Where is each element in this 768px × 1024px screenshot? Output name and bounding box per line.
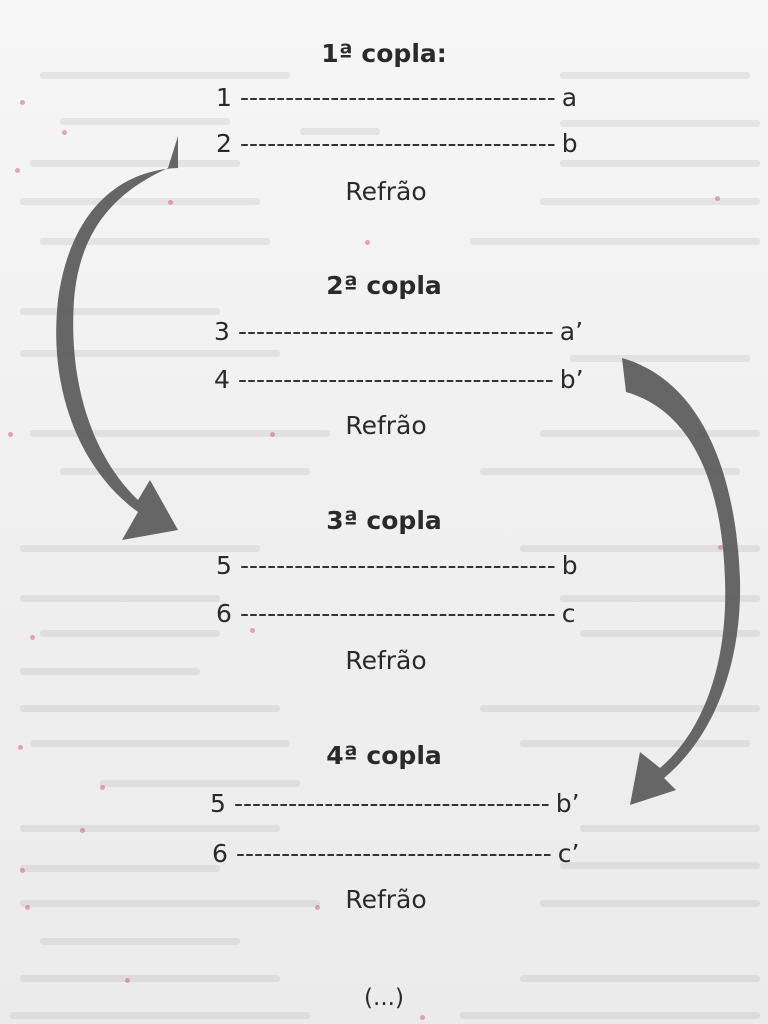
rhyme-letter: a <box>561 83 578 112</box>
dash-line: ----------------------------------- <box>234 789 550 818</box>
stanza-4-line-2: 6 -----------------------------------c’ <box>212 838 579 870</box>
continuation-ellipsis: (...) <box>364 985 404 1011</box>
rhyme-letter: c’ <box>557 839 580 868</box>
rhyme-letter: b <box>561 129 578 158</box>
rhyme-letter: c <box>561 599 576 628</box>
rhyme-letter: b’ <box>559 365 584 394</box>
stanza-3-refrain: Refrão <box>345 646 427 675</box>
line-number: 5 <box>216 551 232 580</box>
stanza-1-line-2: 2 -----------------------------------b <box>216 128 578 160</box>
dash-line: ----------------------------------- <box>240 551 556 580</box>
dash-line: ----------------------------------- <box>240 83 556 112</box>
rhyme-letter: b <box>561 551 578 580</box>
line-number: 6 <box>212 839 228 868</box>
stanza-1-heading: 1ª copla: <box>321 39 447 68</box>
rhyme-letter: a’ <box>559 317 584 346</box>
line-number: 5 <box>210 789 226 818</box>
dash-line: ----------------------------------- <box>238 317 554 346</box>
stanza-2-heading: 2ª copla <box>326 271 442 300</box>
stanza-2-refrain: Refrão <box>345 411 427 440</box>
dash-line: ----------------------------------- <box>238 365 554 394</box>
line-number: 4 <box>214 365 230 394</box>
stanza-4-heading: 4ª copla <box>326 741 442 770</box>
line-number: 2 <box>216 129 232 158</box>
stanza-2-line-1: 3 -----------------------------------a’ <box>214 316 583 348</box>
right-curved-arrow-icon <box>622 358 741 805</box>
left-curved-arrow-icon <box>56 136 179 540</box>
stanza-3-line-1: 5 -----------------------------------b <box>216 550 578 582</box>
rhyme-letter: b’ <box>555 789 580 818</box>
stanza-4-refrain: Refrão <box>345 885 427 914</box>
dash-line: ----------------------------------- <box>240 599 556 628</box>
line-number: 3 <box>214 317 230 346</box>
stanza-4-line-1: 5 -----------------------------------b’ <box>210 788 580 820</box>
line-number: 6 <box>216 599 232 628</box>
dash-line: ----------------------------------- <box>236 839 552 868</box>
stanza-3-line-2: 6 -----------------------------------c <box>216 598 576 630</box>
stanza-2-line-2: 4 -----------------------------------b’ <box>214 364 584 396</box>
stanza-3-heading: 3ª copla <box>326 506 442 535</box>
stanza-1-refrain: Refrão <box>345 177 427 206</box>
line-number: 1 <box>216 83 232 112</box>
stanza-1-line-1: 1 -----------------------------------a <box>216 82 577 114</box>
dash-line: ----------------------------------- <box>240 129 556 158</box>
